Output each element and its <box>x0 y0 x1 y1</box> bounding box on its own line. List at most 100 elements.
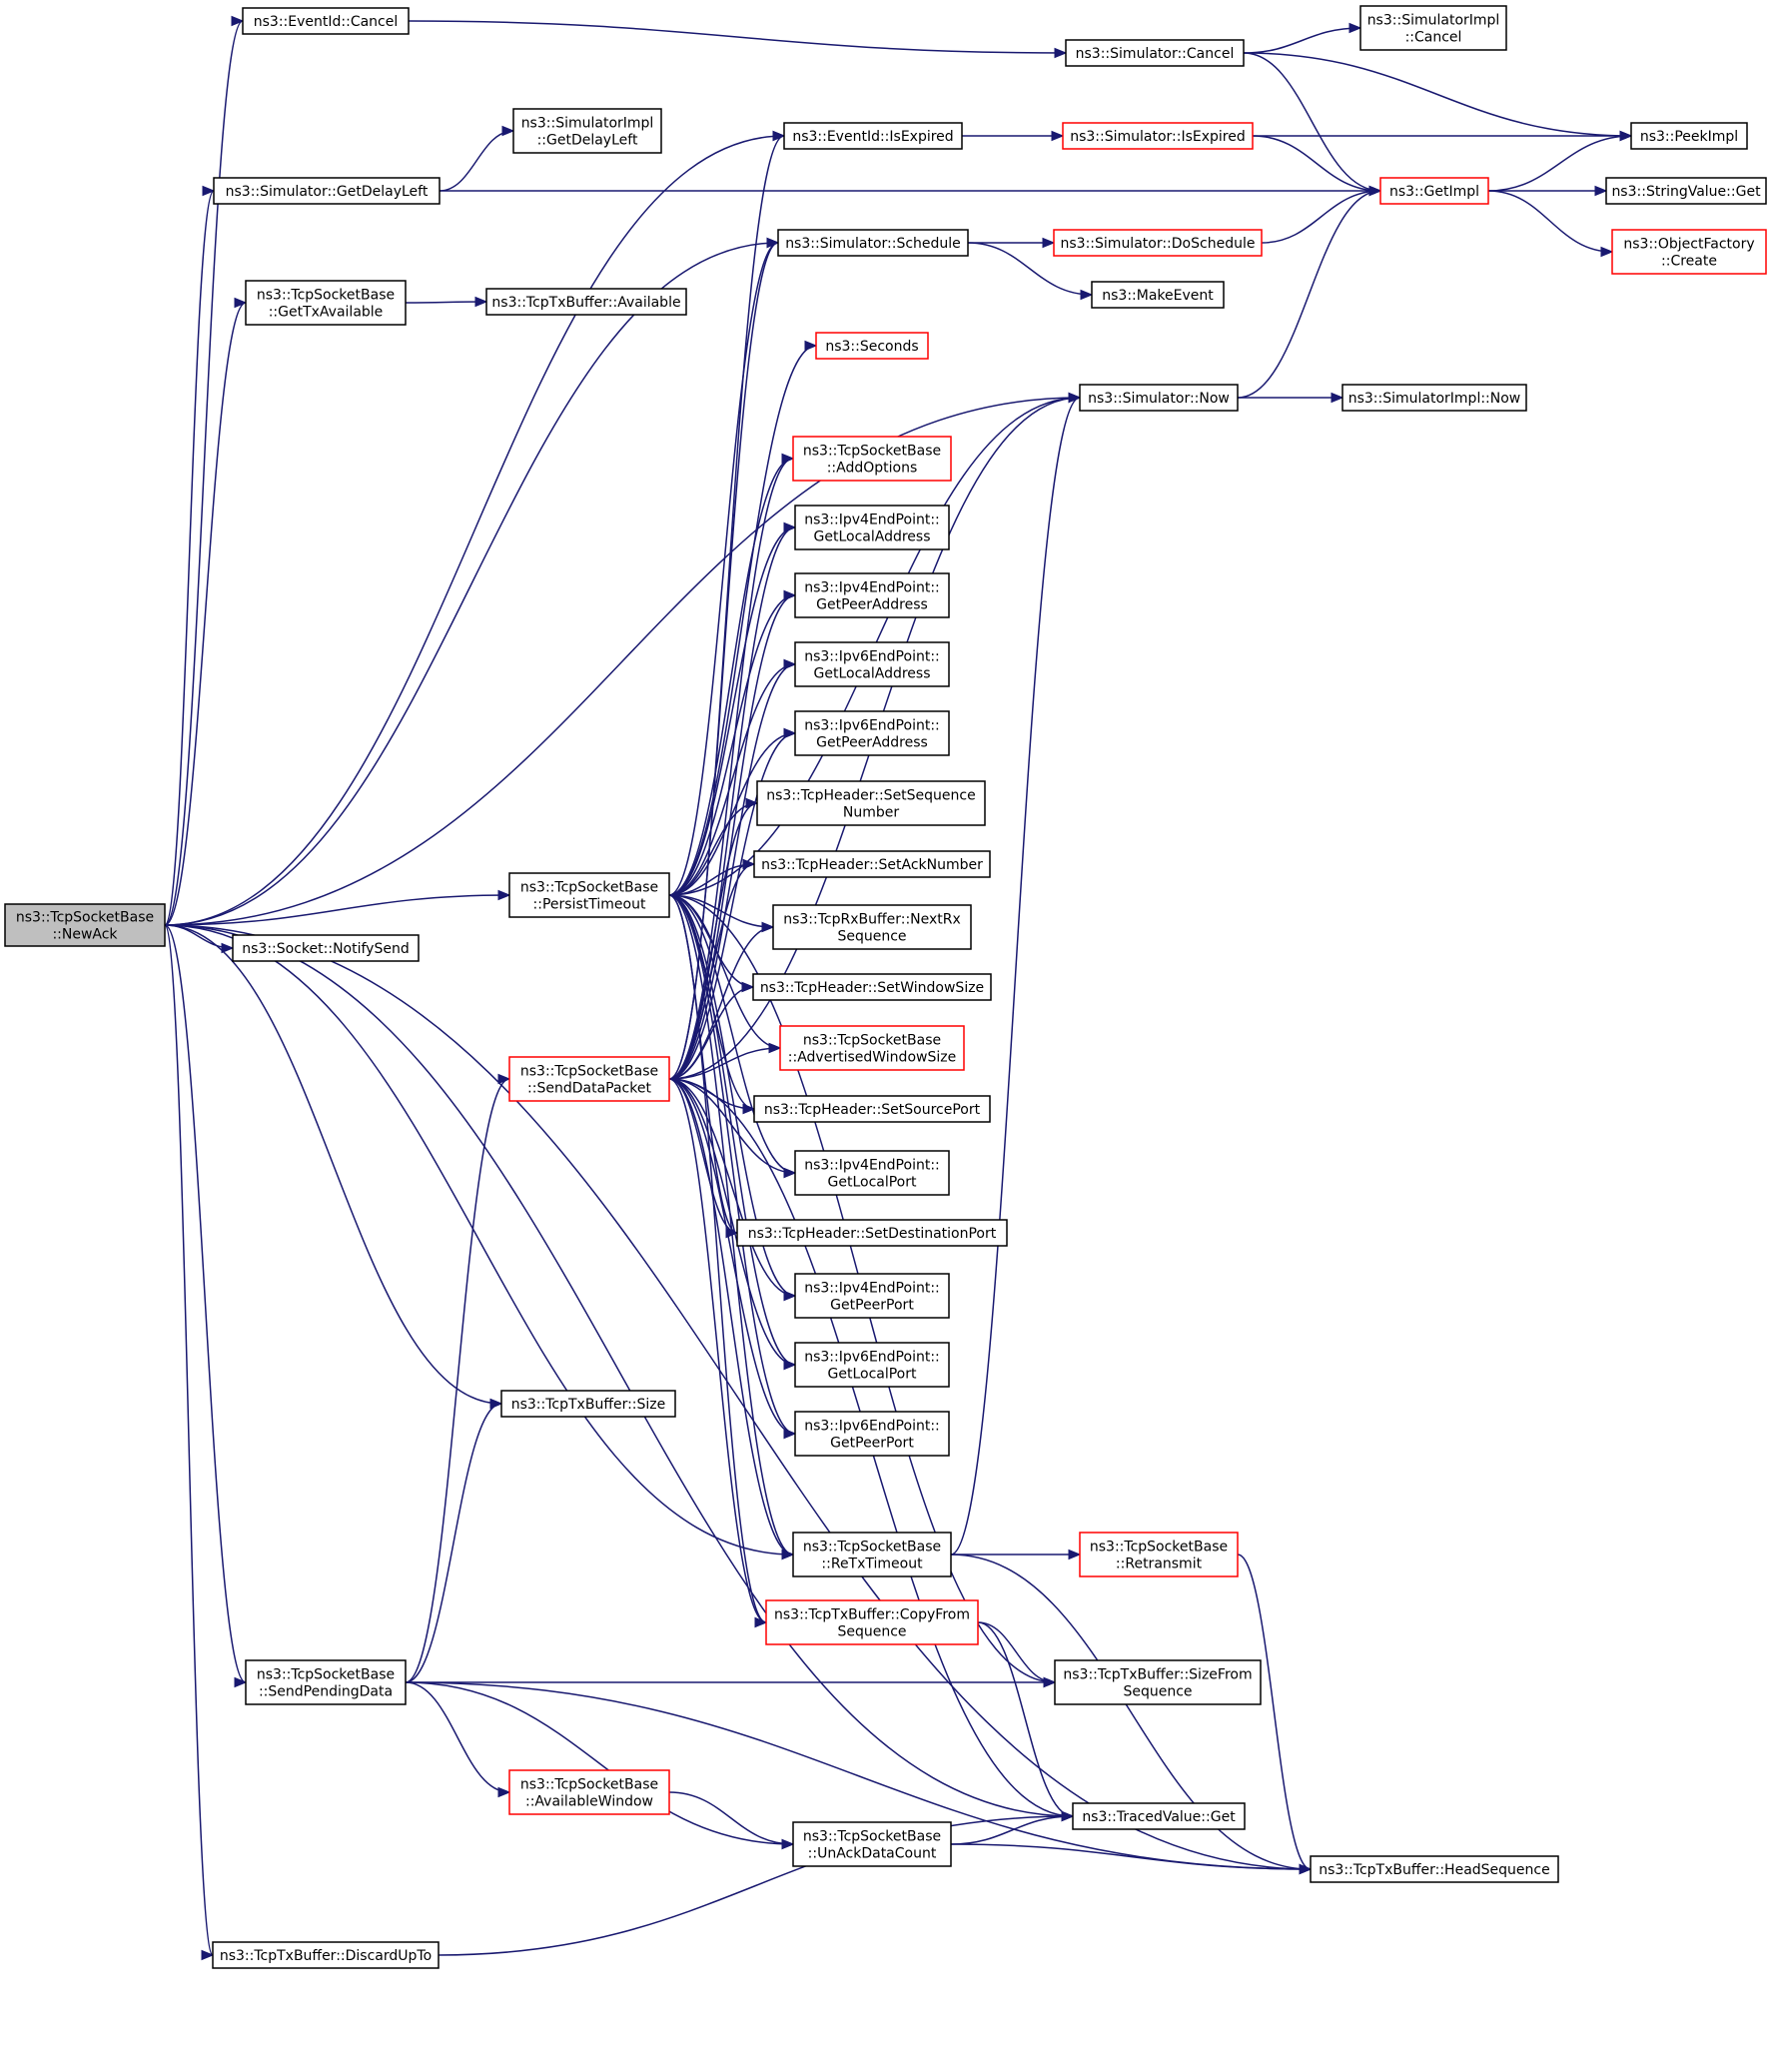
arrowhead-sim_now-to-getimpl <box>1368 185 1382 197</box>
node-simimpl-now[interactable]: ns3::SimulatorImpl::Now <box>1341 384 1527 412</box>
node-sim-doschedule[interactable]: ns3::Simulator::DoSchedule <box>1053 229 1263 257</box>
node-label: ns3::Simulator::DoSchedule <box>1061 236 1256 252</box>
node-newack[interactable]: ns3::TcpSocketBase::NewAck <box>4 903 166 947</box>
node-retransmit[interactable]: ns3::TcpSocketBase::Retransmit <box>1079 1532 1239 1577</box>
node-setwindowsize[interactable]: ns3::TcpHeader::SetWindowSize <box>752 973 992 1001</box>
node-box <box>794 505 950 550</box>
node-objfactory-create[interactable]: ns3::ObjectFactory::Create <box>1611 229 1767 275</box>
arrowhead-senddatapacket-to-setwindowsize <box>741 981 755 993</box>
node-label: ns3::Simulator::GetDelayLeft <box>226 184 429 200</box>
node-box <box>783 122 963 150</box>
node-stringvalue-get[interactable]: ns3::StringValue::Get <box>1605 177 1767 205</box>
node-peekimpl[interactable]: ns3::PeekImpl <box>1630 122 1748 150</box>
node-retxtimeout[interactable]: ns3::TcpSocketBase::ReTxTimeout <box>792 1532 952 1577</box>
node-box <box>792 1821 952 1867</box>
arrowhead-senddatapacket-to-ipv6_getpeerport <box>783 1428 797 1440</box>
node-eventid-cancel[interactable]: ns3::EventId::Cancel <box>242 7 410 35</box>
node-sendpendingdata[interactable]: ns3::TcpSocketBase::SendPendingData <box>245 1659 407 1705</box>
node-ipv6-getlocalport[interactable]: ns3::Ipv6EndPoint::GetLocalPort <box>794 1342 950 1388</box>
node-box <box>1065 39 1245 67</box>
node-txbuf-discardupto[interactable]: ns3::TcpTxBuffer::DiscardUpTo <box>212 1941 440 1969</box>
node-sim-cancel[interactable]: ns3::Simulator::Cancel <box>1065 39 1245 67</box>
node-getimpl[interactable]: ns3::GetImpl <box>1379 177 1489 205</box>
node-box <box>765 1599 979 1645</box>
node-label: ns3::TcpHeader::SetWindowSize <box>760 980 984 996</box>
edge-persisttimeout-to-txbuf_copyfromseq <box>668 894 767 1623</box>
node-label: ::Retransmit <box>1116 1556 1203 1572</box>
arrowhead-sim_schedule-to-makeevent <box>1080 289 1094 301</box>
node-box <box>508 1056 670 1102</box>
node-label: ns3::Ipv4EndPoint:: <box>804 1158 940 1174</box>
node-simimpl-cancel[interactable]: ns3::SimulatorImpl::Cancel <box>1359 5 1507 51</box>
node-ipv6-getlocaladdr[interactable]: ns3::Ipv6EndPoint::GetLocalAddress <box>794 641 950 687</box>
arrowhead-sendpendingdata-to-availablewindow <box>497 1786 511 1798</box>
node-label: ns3::GetImpl <box>1389 184 1479 200</box>
node-txbuf-available[interactable]: ns3::TcpTxBuffer::Available <box>485 288 687 316</box>
edge-persisttimeout-to-retxtimeout <box>668 894 794 1555</box>
node-label: ns3::StringValue::Get <box>1611 184 1761 200</box>
node-box <box>1359 5 1507 51</box>
node-notifysend[interactable]: ns3::Socket::NotifySend <box>232 934 420 962</box>
edge-newack-to-sim_schedule <box>164 242 779 926</box>
node-label: ::Cancel <box>1405 30 1462 46</box>
edge-sim_cancel-to-simimpl_cancel <box>1243 27 1361 54</box>
arrowhead-senddatapacket-to-setsourceport <box>742 1103 756 1115</box>
arrowhead-newack-to-notifysend <box>221 942 235 954</box>
edge-sendpendingdata-to-txbuf_headseq <box>405 1681 1312 1870</box>
node-box <box>4 903 166 947</box>
node-ipv4-getlocaladdr[interactable]: ns3::Ipv4EndPoint::GetLocalAddress <box>794 505 950 550</box>
node-ipv6-getpeeraddr[interactable]: ns3::Ipv6EndPoint::GetPeerAddress <box>794 710 950 756</box>
node-label: GetPeerAddress <box>816 597 928 613</box>
edge-persisttimeout-to-ipv6_getlocaladdr <box>668 663 796 896</box>
node-sim-getdelayleft[interactable]: ns3::Simulator::GetDelayLeft <box>213 177 441 205</box>
node-availablewindow[interactable]: ns3::TcpSocketBase::AvailableWindow <box>508 1769 670 1815</box>
node-setsourceport[interactable]: ns3::TcpHeader::SetSourcePort <box>753 1095 991 1123</box>
node-ipv4-getlocalport[interactable]: ns3::Ipv4EndPoint::GetLocalPort <box>794 1150 950 1196</box>
node-seconds[interactable]: ns3::Seconds <box>815 332 929 360</box>
node-gettxavailable[interactable]: ns3::TcpSocketBase::GetTxAvailable <box>245 280 407 326</box>
node-setdestport[interactable]: ns3::TcpHeader::SetDestinationPort <box>736 1219 1008 1247</box>
node-sim-now[interactable]: ns3::Simulator::Now <box>1079 384 1239 412</box>
node-label: ns3::SimulatorImpl::Now <box>1348 391 1521 407</box>
node-addoptions[interactable]: ns3::TcpSocketBase::AddOptions <box>792 436 952 482</box>
node-persisttimeout[interactable]: ns3::TcpSocketBase::PersistTimeout <box>508 872 670 918</box>
node-ipv4-getpeerport[interactable]: ns3::Ipv4EndPoint::GetPeerPort <box>794 1273 950 1319</box>
arrowhead-persisttimeout-to-seconds <box>804 340 818 352</box>
edge-persisttimeout-to-advwindowsize <box>668 894 781 1049</box>
node-label: GetLocalAddress <box>814 666 931 682</box>
node-makeevent[interactable]: ns3::MakeEvent <box>1091 281 1225 309</box>
edge-persisttimeout-to-ipv4_getlocaladdr <box>668 526 796 896</box>
node-label: ns3::Socket::NotifySend <box>242 941 409 957</box>
node-label: ::Create <box>1661 254 1717 270</box>
node-sim-isexpired[interactable]: ns3::Simulator::IsExpired <box>1062 122 1254 150</box>
node-label: ns3::TcpHeader::SetAckNumber <box>761 857 983 873</box>
node-box <box>232 934 420 962</box>
node-ipv4-getpeeraddr[interactable]: ns3::Ipv4EndPoint::GetPeerAddress <box>794 572 950 618</box>
node-txbuf-headseq[interactable]: ns3::TcpTxBuffer::HeadSequence <box>1310 1855 1559 1883</box>
node-box <box>794 641 950 687</box>
node-eventid-isexpired[interactable]: ns3::EventId::IsExpired <box>783 122 963 150</box>
node-advwindowsize[interactable]: ns3::TcpSocketBase::AdvertisedWindowSize <box>779 1025 965 1071</box>
node-unackdatacount[interactable]: ns3::TcpSocketBase::UnAckDataCount <box>792 1821 952 1867</box>
node-label: GetLocalAddress <box>814 529 931 545</box>
node-box <box>245 280 407 326</box>
node-tracedvalue-get[interactable]: ns3::TracedValue::Get <box>1072 1802 1246 1830</box>
node-label: ns3::TcpHeader::SetSourcePort <box>764 1102 981 1118</box>
node-box <box>753 850 991 878</box>
arrowhead-sim_schedule-to-sim_doschedule <box>1042 237 1056 249</box>
edge-newack-to-retxtimeout <box>164 924 794 1555</box>
node-ipv6-getpeerport[interactable]: ns3::Ipv6EndPoint::GetPeerPort <box>794 1411 950 1457</box>
node-senddatapacket[interactable]: ns3::TcpSocketBase::SendDataPacket <box>508 1056 670 1102</box>
node-sim-schedule[interactable]: ns3::Simulator::Schedule <box>777 229 969 257</box>
node-setacknum[interactable]: ns3::TcpHeader::SetAckNumber <box>753 850 991 878</box>
node-box <box>1091 281 1225 309</box>
node-simimpl-getdelayleft[interactable]: ns3::SimulatorImpl::GetDelayLeft <box>512 108 662 154</box>
node-txbuf-size[interactable]: ns3::TcpTxBuffer::Size <box>500 1390 676 1418</box>
edge-sim_now-to-getimpl <box>1237 190 1381 399</box>
arrowhead-txbuf_discardupto-to-tracedvalue_get <box>1061 1810 1075 1822</box>
